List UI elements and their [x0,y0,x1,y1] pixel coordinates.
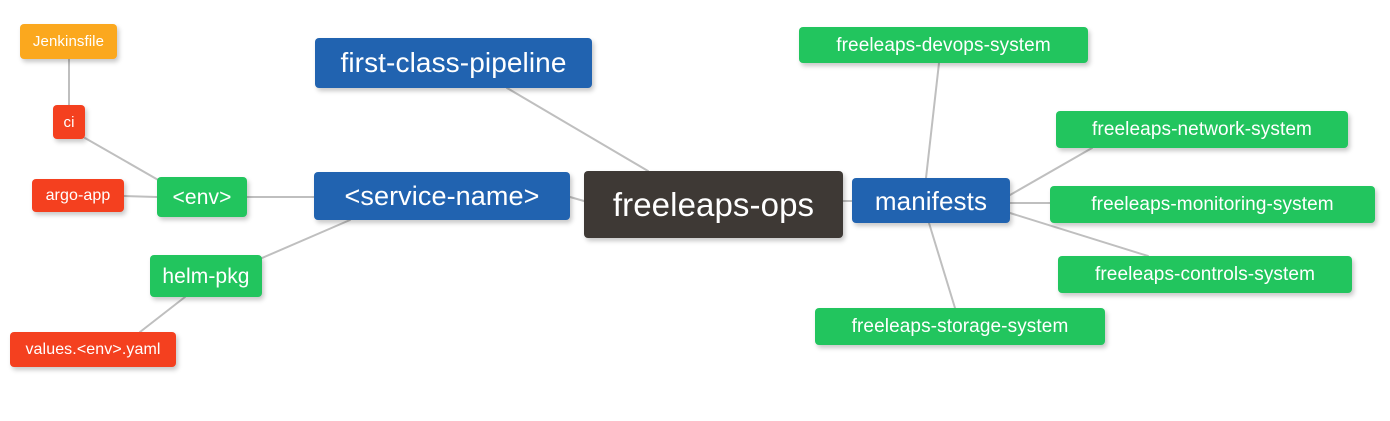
edge-helm-pkg-to-service-name [261,219,351,259]
edge-argo-app-to-env [123,195,158,198]
mindmap-node-label-monitoring-system: freeleaps-monitoring-system [1091,194,1334,215]
mindmap-node-label-network-system: freeleaps-network-system [1092,119,1312,140]
mindmap-node-label-ci: ci [63,113,75,131]
mindmap-node-devops-system[interactable]: freeleaps-devops-system [799,27,1088,63]
edge-ci-to-env [84,137,161,182]
edge-service-name-to-freeleaps-ops [569,196,585,202]
mindmap-node-argo-app[interactable]: argo-app [32,179,124,212]
mindmap-node-service-name[interactable]: <service-name> [314,172,570,220]
mindmap-node-label-values-yaml: values.<env>.yaml [25,340,161,358]
mindmap-node-jenkinsfile[interactable]: Jenkinsfile [20,24,117,59]
mindmap-node-label-env: <env> [172,185,232,209]
mindmap-node-label-freeleaps-ops: freeleaps-ops [612,186,815,223]
mindmap-node-label-helm-pkg: helm-pkg [162,264,250,288]
mindmap-node-label-devops-system: freeleaps-devops-system [836,34,1051,56]
mindmap-node-values-yaml[interactable]: values.<env>.yaml [10,332,176,367]
mindmap-node-env[interactable]: <env> [157,177,247,217]
mindmap-node-first-class-pipeline[interactable]: first-class-pipeline [315,38,592,88]
mindmap-node-label-controls-system: freeleaps-controls-system [1094,264,1316,285]
mindmap-node-storage-system[interactable]: freeleaps-storage-system [815,308,1105,345]
mindmap-node-label-jenkinsfile: Jenkinsfile [32,33,105,50]
mindmap-node-monitoring-system[interactable]: freeleaps-monitoring-system [1050,186,1375,223]
edge-first-class-pipeline-to-freeleaps-ops [506,87,649,172]
mindmap-node-label-manifests: manifests [874,185,988,216]
edge-manifests-to-devops-system [925,62,940,179]
mindmap-node-ci[interactable]: ci [53,105,85,139]
mindmap-node-label-argo-app: argo-app [45,186,111,204]
mindmap-node-label-storage-system: freeleaps-storage-system [851,316,1069,337]
edge-manifests-to-storage-system [928,222,956,309]
edge-values-yaml-to-helm-pkg [139,296,186,333]
mindmap-node-label-first-class-pipeline: first-class-pipeline [340,47,567,78]
mindmap-node-label-service-name: <service-name> [344,180,540,211]
mindmap-node-manifests[interactable]: manifests [852,178,1010,223]
mindmap-node-controls-system[interactable]: freeleaps-controls-system [1058,256,1352,293]
mindmap-node-helm-pkg[interactable]: helm-pkg [150,255,262,297]
mindmap-node-freeleaps-ops[interactable]: freeleaps-ops [584,171,843,238]
mindmap-node-network-system[interactable]: freeleaps-network-system [1056,111,1348,148]
